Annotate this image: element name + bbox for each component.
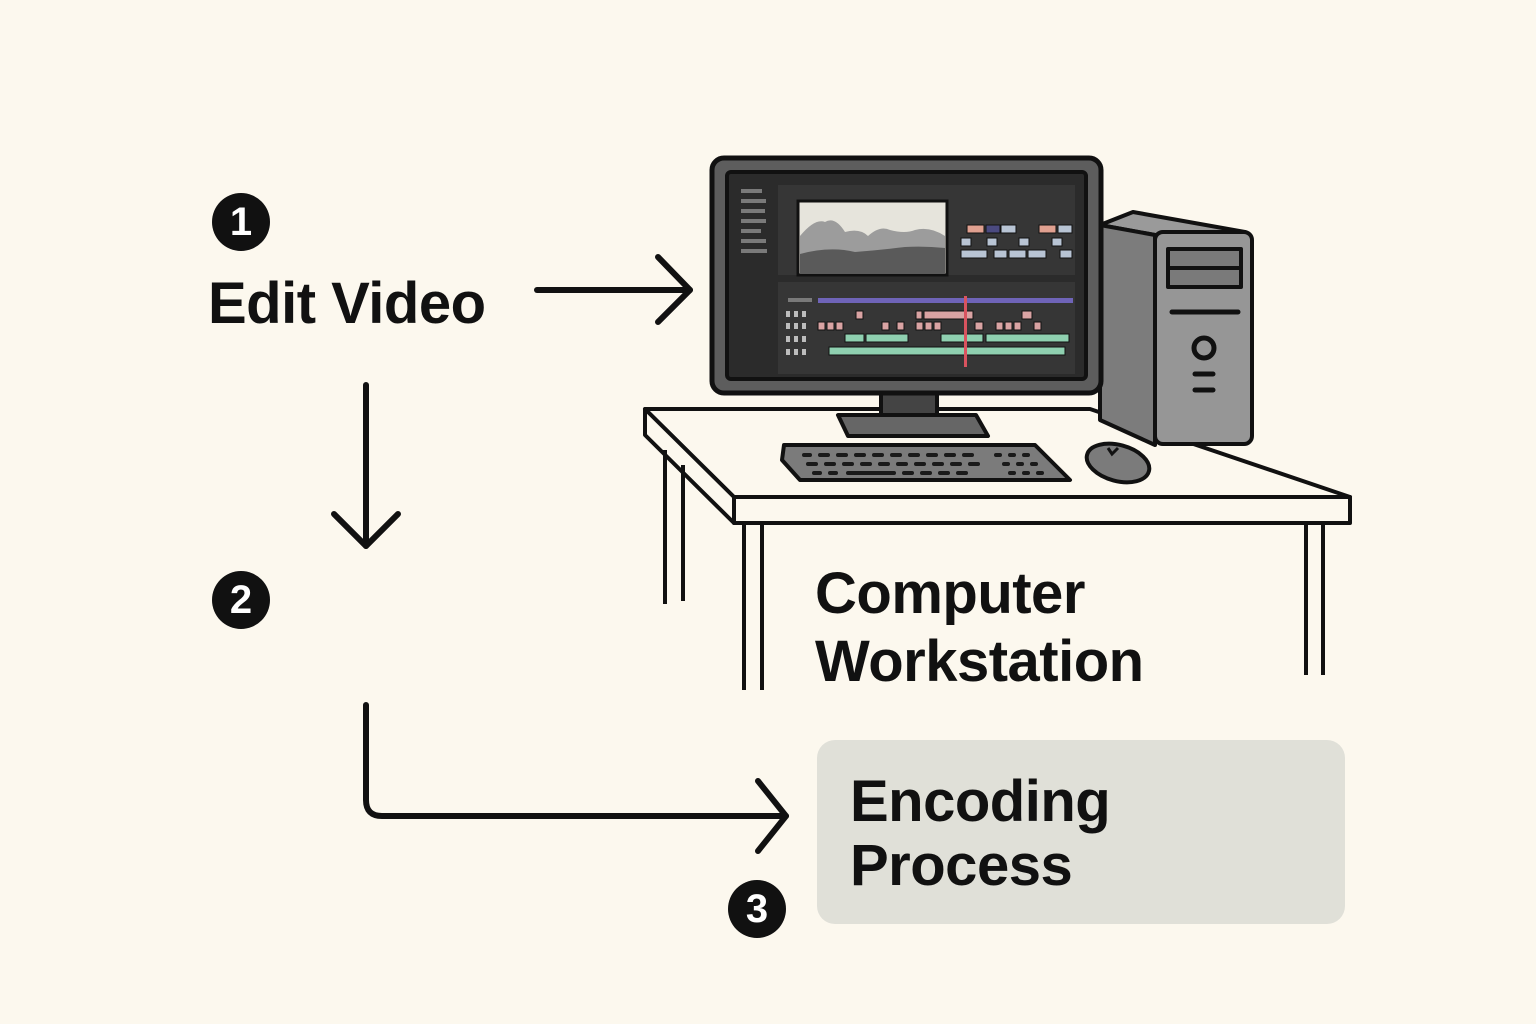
editor-sidebar xyxy=(741,189,767,253)
step-2-badge: 2 xyxy=(212,571,270,629)
edit-video-label: Edit Video xyxy=(208,271,486,336)
encoding-process-label: Encoding Process xyxy=(850,769,1111,898)
workstation-label-line-1: Computer xyxy=(815,561,1085,626)
computer-tower-icon xyxy=(1098,210,1254,447)
encoding-label-line-2: Process xyxy=(850,833,1073,898)
keyboard-icon xyxy=(780,443,1072,482)
source-clips xyxy=(960,224,1073,259)
playhead xyxy=(964,296,967,367)
step-1-badge: 1 xyxy=(212,193,270,251)
arrow-right-icon xyxy=(534,254,693,325)
step-3-badge: 3 xyxy=(728,880,786,938)
mouse-icon xyxy=(1084,441,1152,485)
timeline-tools xyxy=(786,298,812,355)
encoding-label-line-1: Encoding xyxy=(850,769,1111,834)
arrow-elbow-icon xyxy=(363,702,789,854)
encoding-process-box xyxy=(817,740,1345,924)
monitor-stand xyxy=(836,391,990,438)
timeline-tracks xyxy=(817,296,1073,367)
computer-workstation-label: Computer Workstation xyxy=(815,560,1144,696)
arrow-down-icon xyxy=(331,382,401,549)
monitor-icon xyxy=(709,155,1104,396)
workstation-label-line-2: Workstation xyxy=(815,629,1144,694)
